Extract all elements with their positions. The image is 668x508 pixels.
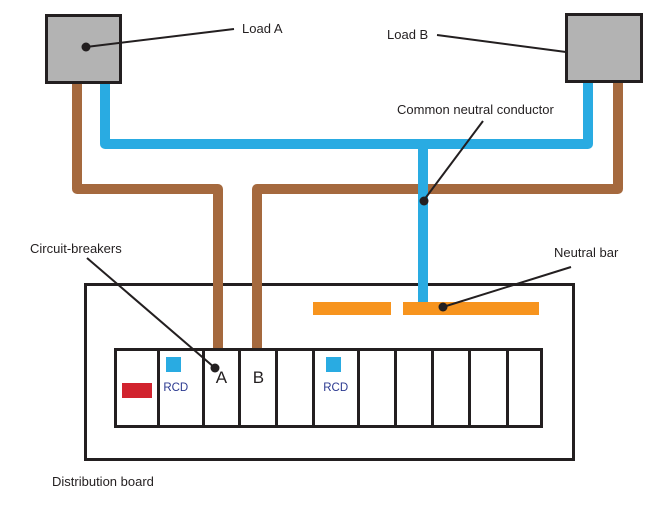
distribution-board-label: Distribution board <box>52 474 154 489</box>
circuit-breakers-dot <box>210 363 220 373</box>
empty-cell <box>471 351 509 425</box>
load-b-leader-line <box>436 34 567 53</box>
load-a-line-conductor <box>72 80 223 350</box>
load-b-label: Load B <box>387 27 429 42</box>
shared-neutral-run <box>100 78 593 149</box>
breaker-row: RCD A B RCD <box>114 348 543 428</box>
load-b-line-conductor <box>252 79 623 350</box>
rcd-cell-2: RCD <box>315 351 361 425</box>
load-a-label: Load A <box>242 21 283 36</box>
main-switch-indicator <box>122 383 153 398</box>
circuit-breakers-leader-line <box>86 257 216 369</box>
common-neutral-dot <box>419 196 429 206</box>
common-neutral-label: Common neutral conductor <box>397 102 554 117</box>
rcd-label: RCD <box>323 382 349 394</box>
neutral-bar-right <box>403 302 539 315</box>
neutral-bar-leader-line <box>442 266 572 308</box>
empty-cell <box>434 351 472 425</box>
empty-cell <box>397 351 435 425</box>
rcd-indicator <box>326 357 342 372</box>
rcd-label: RCD <box>163 382 189 394</box>
empty-cell <box>278 351 316 425</box>
main-switch-cell <box>117 351 161 425</box>
rcd-indicator <box>166 357 182 372</box>
neutral-bar-dot <box>438 302 448 312</box>
breaker-cell-b: B <box>241 351 279 425</box>
load-a-dot <box>81 42 91 52</box>
circuit-breakers-label: Circuit-breakers <box>30 241 122 256</box>
load-b-box <box>565 13 643 83</box>
neutral-bar-label: Neutral bar <box>554 245 619 260</box>
neutral-bar-left <box>313 302 391 315</box>
breaker-a-label: A <box>215 368 228 387</box>
rcd-cell-1: RCD <box>160 351 205 425</box>
empty-cell <box>360 351 398 425</box>
load-a-leader-line <box>85 28 235 48</box>
breaker-b-label: B <box>252 368 265 387</box>
common-neutral-leader-line <box>423 120 484 201</box>
breaker-cell-a: A <box>205 351 242 425</box>
